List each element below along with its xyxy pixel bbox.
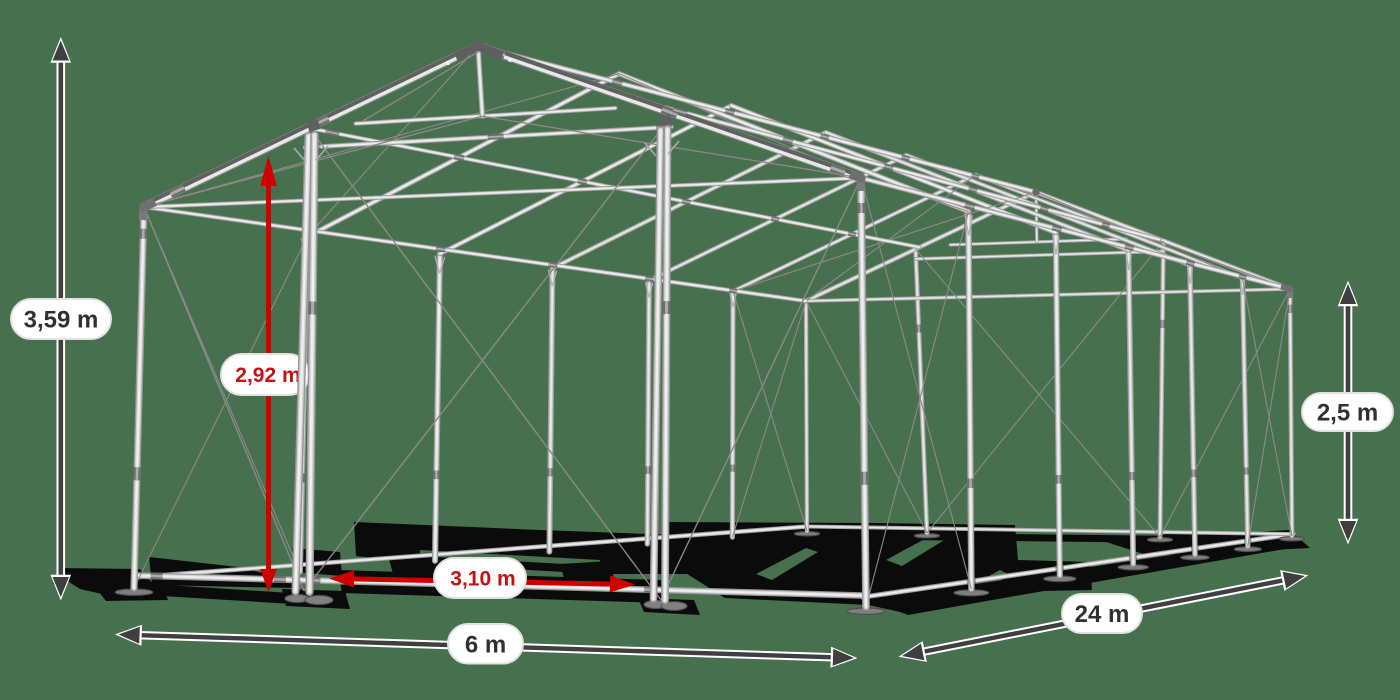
svg-text:24 m: 24 m [1075, 601, 1130, 628]
svg-text:2,5 m: 2,5 m [1317, 400, 1378, 427]
svg-text:3,59 m: 3,59 m [24, 307, 99, 334]
svg-text:2,92 m: 2,92 m [235, 364, 300, 387]
svg-text:6 m: 6 m [465, 631, 506, 658]
svg-text:3,10 m: 3,10 m [450, 568, 515, 591]
